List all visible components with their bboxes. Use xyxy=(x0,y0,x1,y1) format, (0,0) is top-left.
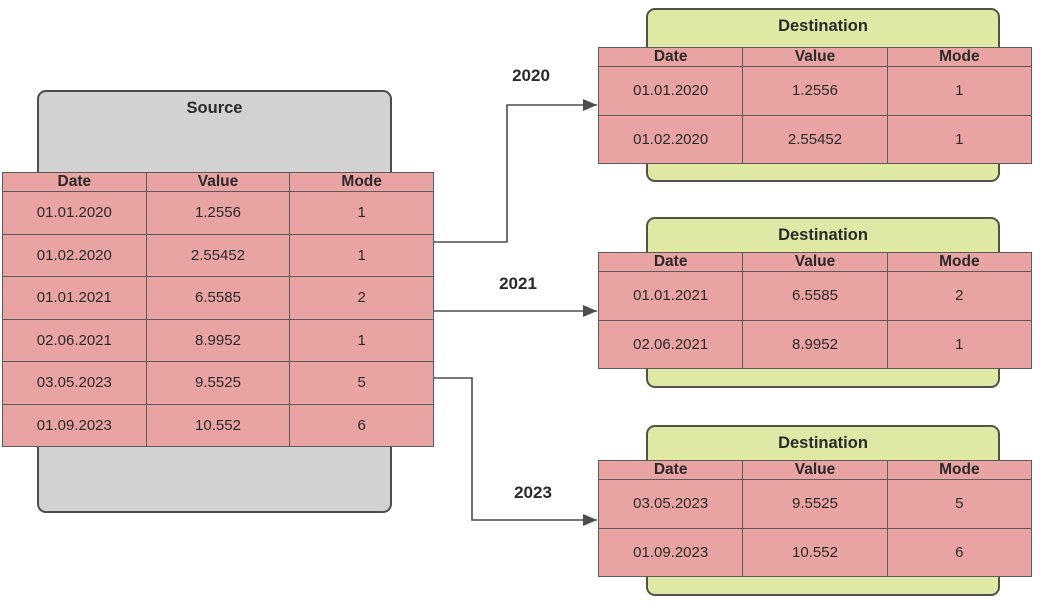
destination-title: Destination xyxy=(778,226,868,244)
table-cell: 02.06.2021 xyxy=(597,319,744,369)
column-header-date: Date xyxy=(597,460,744,480)
destination-title: Destination xyxy=(778,17,868,35)
column-header-value: Value xyxy=(742,252,888,272)
column-header-mode: Mode xyxy=(289,172,434,192)
connector-label-2021: 2021 xyxy=(499,274,537,293)
table-cell: 9.5525 xyxy=(145,361,291,405)
source-header-row: Date Value Mode xyxy=(2,172,434,192)
table-cell: 1 xyxy=(289,233,434,277)
source-title: Source xyxy=(186,99,243,117)
table-row: 03.05.2023 9.5525 5 xyxy=(597,479,1033,529)
destination-header-row: Date Value Mode xyxy=(597,47,1033,67)
table-cell: 6.5585 xyxy=(145,276,291,320)
table-row: 01.09.2023 10.552 6 xyxy=(597,527,1033,577)
table-cell: 02.06.2021 xyxy=(2,318,147,362)
table-cell: 1.2556 xyxy=(742,66,888,116)
destination-table-2021: Date Value Mode 01.01.2021 6.5585 2 02.0… xyxy=(597,252,1033,369)
table-cell: 1 xyxy=(289,318,434,362)
connector-label-2020: 2020 xyxy=(512,66,550,85)
table-cell: 01.09.2023 xyxy=(597,527,744,577)
column-header-value: Value xyxy=(742,47,888,67)
destination-header-row: Date Value Mode xyxy=(597,252,1033,272)
table-cell: 2.55452 xyxy=(145,233,291,277)
table-row: 02.06.2021 8.9952 1 xyxy=(597,319,1033,369)
table-row: 01.01.2020 1.2556 1 xyxy=(2,191,434,235)
table-cell: 10.552 xyxy=(145,403,291,447)
table-row: 02.06.2021 8.9952 1 xyxy=(2,318,434,362)
column-header-value: Value xyxy=(742,460,888,480)
table-cell: 6 xyxy=(886,527,1033,577)
table-cell: 6.5585 xyxy=(742,271,888,321)
table-cell: 03.05.2023 xyxy=(2,361,147,405)
table-cell: 01.01.2020 xyxy=(2,191,147,235)
table-cell: 1 xyxy=(886,114,1033,164)
table-cell: 2.55452 xyxy=(742,114,888,164)
table-cell: 8.9952 xyxy=(145,318,291,362)
table-cell: 9.5525 xyxy=(742,479,888,529)
column-header-mode: Mode xyxy=(886,252,1033,272)
table-row: 01.09.2023 10.552 6 xyxy=(2,403,434,447)
table-cell: 1.2556 xyxy=(145,191,291,235)
table-cell: 01.01.2021 xyxy=(2,276,147,320)
column-header-date: Date xyxy=(2,172,147,192)
table-cell: 6 xyxy=(289,403,434,447)
table-row: 03.05.2023 9.5525 5 xyxy=(2,361,434,405)
source-table: Date Value Mode 01.01.2020 1.2556 1 01.0… xyxy=(2,172,434,447)
table-cell: 2 xyxy=(886,271,1033,321)
table-row: 01.02.2020 2.55452 1 xyxy=(597,114,1033,164)
connector-arrow-2020 xyxy=(434,99,597,243)
column-header-value: Value xyxy=(145,172,291,192)
column-header-date: Date xyxy=(597,252,744,272)
table-cell: 01.02.2020 xyxy=(597,114,744,164)
table-cell: 5 xyxy=(289,361,434,405)
table-cell: 2 xyxy=(289,276,434,320)
table-cell: 01.01.2020 xyxy=(597,66,744,116)
table-cell: 8.9952 xyxy=(742,319,888,369)
destination-table-2023: Date Value Mode 03.05.2023 9.5525 5 01.0… xyxy=(597,460,1033,577)
table-cell: 5 xyxy=(886,479,1033,529)
connector-label-2023: 2023 xyxy=(514,483,552,502)
table-cell: 01.02.2020 xyxy=(2,233,147,277)
table-cell: 1 xyxy=(886,66,1033,116)
table-row: 01.01.2020 1.2556 1 xyxy=(597,66,1033,116)
column-header-date: Date xyxy=(597,47,744,67)
destination-table-2020: Date Value Mode 01.01.2020 1.2556 1 01.0… xyxy=(597,47,1033,164)
column-header-mode: Mode xyxy=(886,460,1033,480)
table-cell: 1 xyxy=(886,319,1033,369)
column-header-mode: Mode xyxy=(886,47,1033,67)
destination-title: Destination xyxy=(778,434,868,452)
table-cell: 1 xyxy=(289,191,434,235)
table-row: 01.01.2021 6.5585 2 xyxy=(2,276,434,320)
table-cell: 10.552 xyxy=(742,527,888,577)
table-cell: 03.05.2023 xyxy=(597,479,744,529)
destination-header-row: Date Value Mode xyxy=(597,460,1033,480)
table-row: 01.02.2020 2.55452 1 xyxy=(2,233,434,277)
table-cell: 01.01.2021 xyxy=(597,271,744,321)
table-row: 01.01.2021 6.5585 2 xyxy=(597,271,1033,321)
table-cell: 01.09.2023 xyxy=(2,403,147,447)
